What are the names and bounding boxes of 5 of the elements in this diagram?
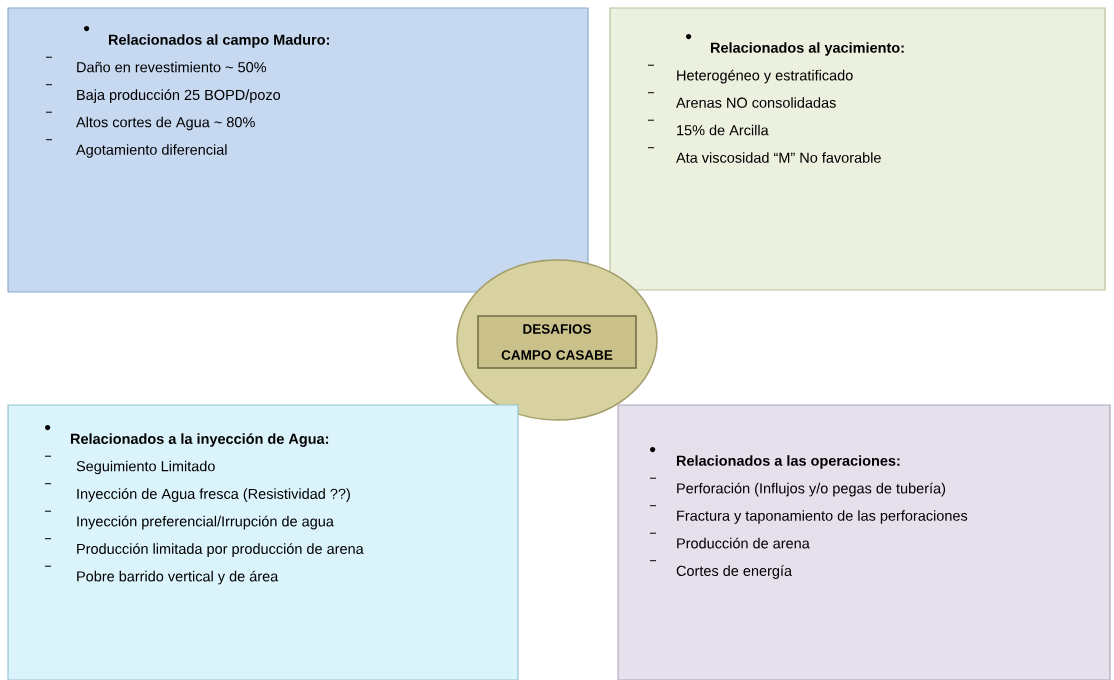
info-box: Relacionados al campo Maduro: Daño en revestimiento ~ 50% Baja producción 25 BOPD/pozo Altos cortes de Agua ~ 80% Agotamiento diferencial — [7, 7, 589, 293]
title-box: DESAFIOS CAMPO CASABE — [477, 315, 637, 369]
info-box: Relacionados a las operaciones: Perforación (Influjos y/o pegas de tubería) Fractura y taponamiento de las perforaciones Producción de arena Cortes de energía — [617, 404, 1111, 680]
info-box: Relacionados a la inyección de Agua: Seguimiento Limitado Inyección de Agua fresca (Resistividad ??) Inyección preferencial/Irrupción de agua Producción limitada por producción de arena Pobre barrido vertical y de área — [7, 404, 519, 680]
info-box: Relacionados al yacimiento: Heterogéneo y estratificado Arenas NO consolidadas 15% de Arcilla Ata viscosidad “M” No favorable — [609, 7, 1106, 291]
